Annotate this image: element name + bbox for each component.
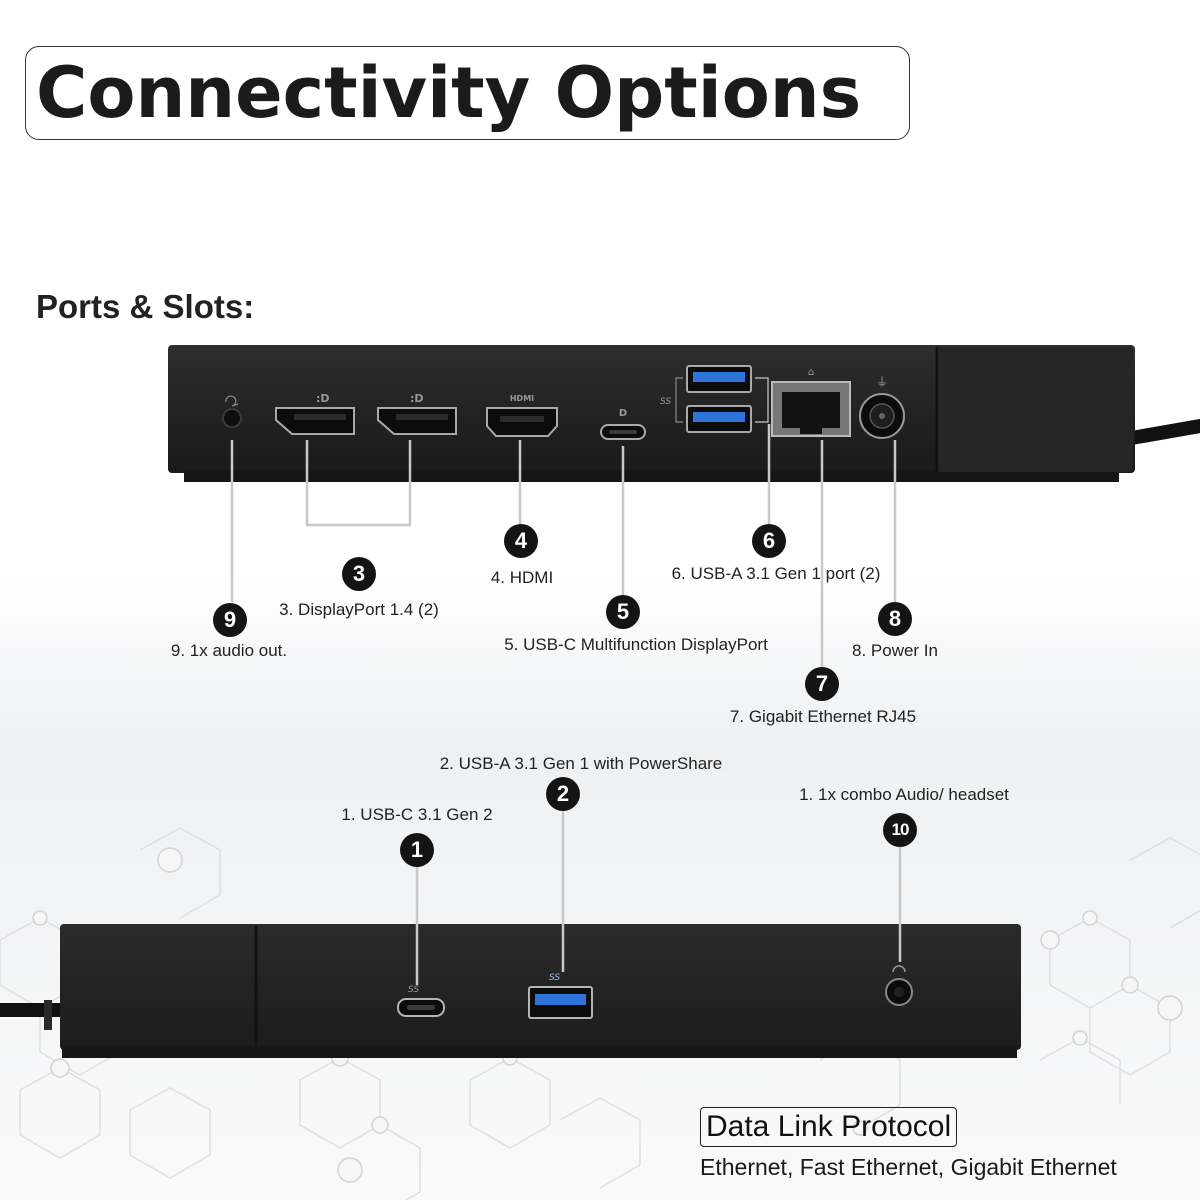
displayport-icon: :D xyxy=(410,392,424,405)
page-title: Connectivity Options xyxy=(36,52,862,134)
network-icon: ⌂ xyxy=(808,367,814,378)
callout-badge-7: 7 xyxy=(805,667,839,701)
hdmi-port: HDMI xyxy=(486,394,558,437)
callout-badge-2: 2 xyxy=(546,777,580,811)
displayport-1: :D xyxy=(275,392,355,435)
superspeed-usb-icon: SS xyxy=(660,397,671,407)
protocol-values: Ethernet, Fast Ethernet, Gigabit Etherne… xyxy=(700,1154,1117,1180)
callout-badge-10: 10 xyxy=(883,813,917,847)
label-usb-a-rear: 6. USB-A 3.1 Gen 1 port (2) xyxy=(671,564,881,583)
title-box: Connectivity Options xyxy=(25,46,910,140)
label-hdmi: 4. HDMI xyxy=(490,568,554,587)
combo-audio-jack xyxy=(885,965,913,1006)
power-in-port: ⏚ xyxy=(859,375,905,439)
dock-front-view: SS SS xyxy=(0,810,1021,1058)
audio-out-port-rear xyxy=(222,408,242,428)
usb-a-ports-rear: SS xyxy=(660,365,769,433)
usb-c-front-port: SS xyxy=(397,985,445,1017)
label-ethernet: 7. Gigabit Ethernet RJ45 xyxy=(729,707,917,726)
rear-callout-lines xyxy=(230,424,897,668)
label-audio-out: 9. 1x audio out. xyxy=(170,641,288,660)
label-power-in: 8. Power In xyxy=(852,641,938,660)
label-usb-c-front: 1. USB-C 3.1 Gen 2 xyxy=(341,805,493,824)
dock-rear-base xyxy=(184,471,1119,482)
hdmi-logo: HDMI xyxy=(510,394,534,403)
superspeed-usb-icon: SS xyxy=(408,985,419,995)
usb-a-powershare-port: SS xyxy=(528,973,593,1019)
callout-badge-3: 3 xyxy=(342,557,376,591)
callout-badge-1: 1 xyxy=(400,833,434,867)
displayport-2: :D xyxy=(377,392,457,435)
section-subtitle: Ports & Slots: xyxy=(36,288,255,325)
label-usb-c-displayport: 5. USB-C Multifunction DisplayPort xyxy=(504,635,768,654)
front-callout-lines xyxy=(415,810,902,985)
callout-badge-4: 4 xyxy=(504,524,538,558)
superspeed-powershare-icon: SS xyxy=(549,973,560,983)
label-displayport: 3. DisplayPort 1.4 (2) xyxy=(279,600,439,619)
callout-badge-5: 5 xyxy=(606,595,640,629)
usb-c-displayport-rear: D xyxy=(600,408,646,440)
headphone-icon xyxy=(225,395,239,407)
ethernet-port: ⌂ xyxy=(771,367,851,437)
displayport-icon: D xyxy=(619,408,627,419)
protocol-title: Data Link Protocol xyxy=(700,1107,958,1147)
dock-rear-view: :D :D HDMI D SS xyxy=(168,345,1200,668)
callout-badge-6: 6 xyxy=(752,524,786,558)
label-combo-audio: 1. 1x combo Audio/ headset xyxy=(799,785,1009,804)
displayport-icon: :D xyxy=(316,392,330,405)
label-usb-a-powershare: 2. USB-A 3.1 Gen 1 with PowerShare xyxy=(439,754,723,773)
callout-badge-9: 9 xyxy=(213,603,247,637)
power-plug-icon: ⏚ xyxy=(876,375,888,389)
headset-icon xyxy=(892,965,906,973)
callout-badge-8: 8 xyxy=(878,602,912,636)
